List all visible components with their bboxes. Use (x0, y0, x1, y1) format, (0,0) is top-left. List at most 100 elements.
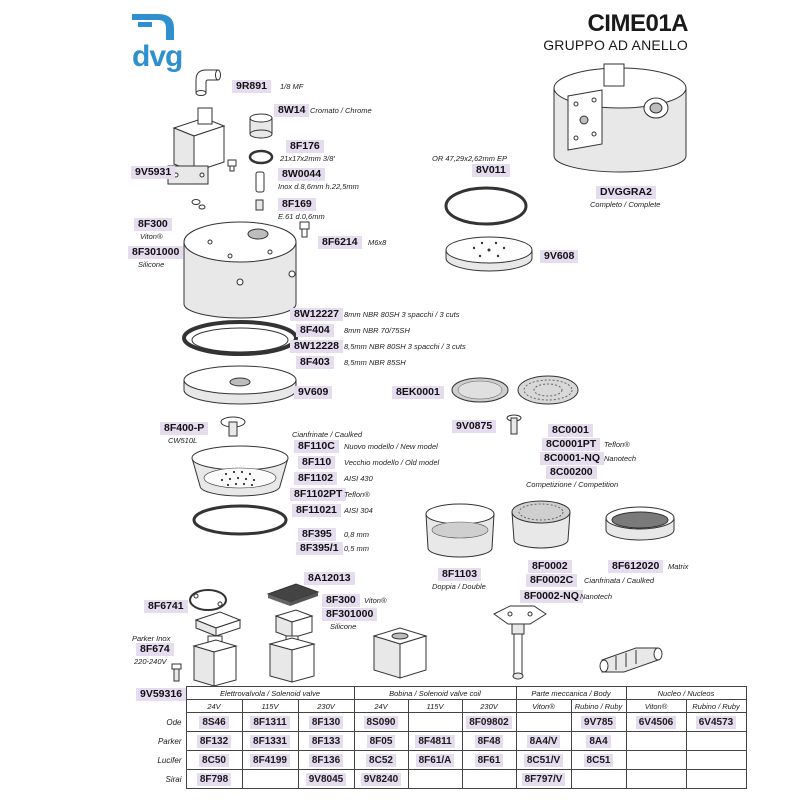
table-part-code[interactable]: 8F05 (366, 734, 396, 748)
part-code-8F1103[interactable]: 8F1103 (438, 568, 482, 581)
part-code-8F404[interactable]: 8F404 (296, 324, 334, 337)
part-code-9V608[interactable]: 9V608 (540, 250, 579, 263)
dispersion-disc-drawing (517, 375, 579, 405)
table-part-code[interactable]: 8C51/V (523, 753, 564, 767)
table-part-code[interactable]: 8F61/A (415, 753, 455, 767)
part-code-8F1102[interactable]: 8F1102 (294, 472, 338, 485)
part-code-9V5931[interactable]: 9V5931 (131, 166, 176, 179)
parts-table: Elettrovalvola / Solenoid valve Bobina /… (146, 686, 747, 789)
table-group-header-row: Elettrovalvola / Solenoid valve Bobina /… (146, 686, 747, 700)
part-code-9R891[interactable]: 9R891 (232, 80, 271, 93)
table-cell (515, 712, 572, 732)
table-group-header: Nucleo / Nucleos (625, 686, 747, 700)
part-code-8F395-1[interactable]: 8F395/1 (296, 542, 343, 555)
table-cell (625, 731, 687, 751)
table-part-code[interactable]: 8F4199 (250, 753, 290, 767)
table-cell (685, 731, 747, 751)
part-code-8F1102PT[interactable]: 8F1102PT (290, 488, 347, 501)
part-code-8F176[interactable]: 8F176 (286, 140, 324, 153)
part-code-8F6214[interactable]: 8F6214 (318, 236, 362, 249)
solenoid-valve-drawing (167, 107, 226, 185)
part-code-9V609[interactable]: 9V609 (294, 386, 333, 399)
part-code-8V011[interactable]: 8V011 (472, 164, 510, 177)
part-code-8W14[interactable]: 8W14 (274, 104, 310, 117)
valve-with-gasket-drawing (266, 583, 320, 683)
part-code-DVGGRA2[interactable]: DVGGRA2 (596, 186, 656, 199)
table-part-code[interactable]: 8F1311 (250, 715, 290, 729)
part-code-8W12228[interactable]: 8W12228 (290, 340, 343, 353)
part-note-8F301000-silicone: Silicone (138, 260, 165, 269)
part-code-8F0002-NQ[interactable]: 8F0002-NQ (520, 590, 583, 603)
part-code-8F674[interactable]: 8F674 (136, 643, 174, 656)
part-code-8F301000-silicone[interactable]: 8F301000 (128, 246, 184, 259)
table-corner (146, 687, 186, 700)
part-code-8F11021[interactable]: 8F11021 (292, 504, 341, 517)
table-part-code[interactable]: 9V8045 (305, 772, 347, 786)
dvg-logo: dvg (128, 14, 198, 73)
part-code-8C0001PT[interactable]: 8C0001PT (542, 438, 601, 451)
part-code-8F400-P[interactable]: 8F400-P (160, 422, 209, 435)
part-code-8C00200[interactable]: 8C00200 (546, 466, 597, 479)
chrome-nut-drawing (249, 113, 273, 139)
part-code-8F300-valve[interactable]: 8F300 (322, 594, 360, 607)
part-code-8F110[interactable]: 8F110 (298, 456, 336, 469)
part-code-9V0875[interactable]: 9V0875 (452, 420, 497, 433)
table-cell: 8F798 (185, 769, 243, 789)
part-code-8EK0001[interactable]: 8EK0001 (392, 386, 444, 399)
table-part-code[interactable]: 8F4811 (415, 734, 455, 748)
table-part-code[interactable]: 6V4506 (635, 715, 677, 729)
part-code-8F110C[interactable]: 8F110C (294, 440, 339, 453)
table-part-code[interactable]: 8F798 (196, 772, 232, 786)
table-cell: 9V8045 (297, 769, 355, 789)
table-part-code[interactable]: 8S090 (363, 715, 399, 729)
table-part-code[interactable]: 8F132 (196, 734, 232, 748)
table-group-header: Elettrovalvola / Solenoid valve (185, 686, 355, 700)
table-part-code[interactable]: 8A4/V (526, 734, 561, 748)
table-cell: 8S46 (185, 712, 243, 732)
table-subheader: 115V (407, 699, 463, 713)
table-part-code[interactable]: 8F133 (308, 734, 344, 748)
part-code-8F395[interactable]: 8F395 (298, 528, 336, 541)
part-code-8F300-viton[interactable]: 8F300 (134, 218, 172, 231)
shower-holder-drawing (183, 365, 297, 405)
table-part-code[interactable]: 8F09802 (466, 715, 512, 729)
part-code-8F612020[interactable]: 8F612020 (608, 560, 664, 573)
part-note-8F300-viton: Viton® (140, 232, 163, 241)
table-part-code[interactable]: 8F130 (308, 715, 344, 729)
table-part-code[interactable]: 8F797/V (521, 772, 566, 786)
part-code-8F0002C[interactable]: 8F0002C (526, 574, 578, 587)
part-code-8C0001[interactable]: 8C0001 (548, 424, 593, 437)
part-code-8F6741[interactable]: 8F6741 (144, 600, 188, 613)
table-part-code[interactable]: 8F48 (474, 734, 504, 748)
nucleus-drawing (599, 647, 663, 673)
table-part-code[interactable]: 8F136 (308, 753, 344, 767)
jet-drawing (255, 199, 264, 211)
part-code-8C0001-NQ[interactable]: 8C0001-NQ (540, 452, 605, 465)
part-code-8A12013[interactable]: 8A12013 (304, 572, 355, 585)
table-cell (461, 769, 517, 789)
part-code-8F403[interactable]: 8F403 (296, 356, 334, 369)
part-note-8W12227: 8mm NBR 80SH 3 spacchi / 3 cuts (344, 310, 460, 319)
table-part-code[interactable]: 9V8240 (360, 772, 402, 786)
part-code-9V59316[interactable]: 9V59316 (136, 688, 187, 701)
table-subheader: Viton® (515, 699, 572, 713)
table-part-code[interactable]: 8F1331 (250, 734, 290, 748)
table-part-code[interactable]: 8C51 (583, 753, 614, 767)
table-part-code[interactable]: 9V785 (581, 715, 616, 729)
part-code-8F169[interactable]: 8F169 (278, 198, 316, 211)
table-cell: 9V785 (570, 712, 627, 732)
part-note-8F11021: AISI 304 (344, 506, 373, 515)
part-code-8F301000-valve[interactable]: 8F301000 (322, 608, 378, 621)
table-part-code[interactable]: 6V4573 (695, 715, 737, 729)
part-code-8W0044[interactable]: 8W0044 (278, 168, 326, 181)
part-code-8F0002[interactable]: 8F0002 (528, 560, 572, 573)
part-code-8W12227[interactable]: 8W12227 (290, 308, 343, 321)
table-row-label: Lucifer (157, 755, 182, 765)
table-part-code[interactable]: 8F61 (474, 753, 504, 767)
table-part-code[interactable]: 8C52 (366, 753, 396, 767)
table-part-code[interactable]: 8S46 (199, 715, 229, 729)
table-part-code[interactable]: 8C50 (199, 753, 229, 767)
table-part-code[interactable]: 8A4 (586, 734, 611, 748)
